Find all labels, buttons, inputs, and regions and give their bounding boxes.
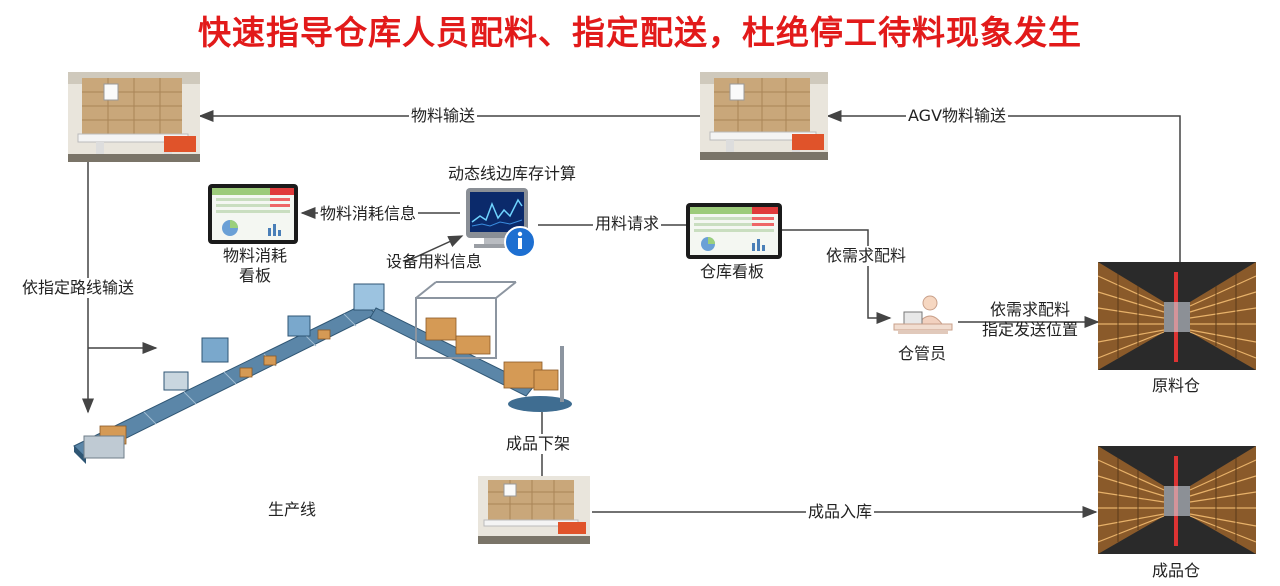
label-prep-and-location: 依需求配料 指定发送位置 [968,300,1092,340]
label-dynamic-inventory: 动态线边库存计算 [448,164,577,183]
label-consumption-info: 物料消耗信息 [318,204,419,224]
label-agv-transport: AGV物料输送 [906,106,1009,126]
label-on-demand-prep: 依需求配料 [824,246,909,266]
label-material-request: 用料请求 [593,214,662,234]
label-route-transport: 依指定路线输送 [20,278,137,298]
label-product-offshelf: 成品下架 [504,434,573,454]
agv-pallet-icon [68,72,200,162]
agv-pallet-icon [478,476,590,544]
label-material-transport: 物料输送 [409,106,478,126]
dashboard-monitor-icon [208,184,298,244]
agv-pallet-icon [700,72,828,160]
label-location-line: 指定发送位置 [981,320,1078,339]
label-product-inbound: 成品入库 [806,502,875,522]
label-consumption-board-line1: 物料消耗 [222,246,287,265]
label-consumption-board-line2: 看板 [238,266,271,285]
computer-info-icon [462,186,540,260]
page-title: 快速指导仓库人员配料、指定配送，杜绝停工待料现象发生 [198,13,1082,52]
label-production-line: 生产线 [268,500,317,519]
label-raw-material-warehouse: 原料仓 [1152,376,1201,395]
label-consumption-board: 物料消耗 看板 [214,246,296,286]
label-equipment-material-info: 设备用料信息 [386,252,483,271]
label-prep-line: 依需求配料 [989,300,1070,319]
production-line-icon [64,276,584,476]
label-warehouse-board: 仓库看板 [700,262,765,281]
warehouse-keeper-icon [890,294,956,336]
warehouse-rack-icon [1097,446,1257,554]
warehouse-rack-icon [1097,262,1257,370]
label-warehouse-keeper: 仓管员 [898,344,947,363]
dashboard-monitor-icon [686,203,782,259]
label-finished-goods-warehouse: 成品仓 [1152,561,1201,580]
